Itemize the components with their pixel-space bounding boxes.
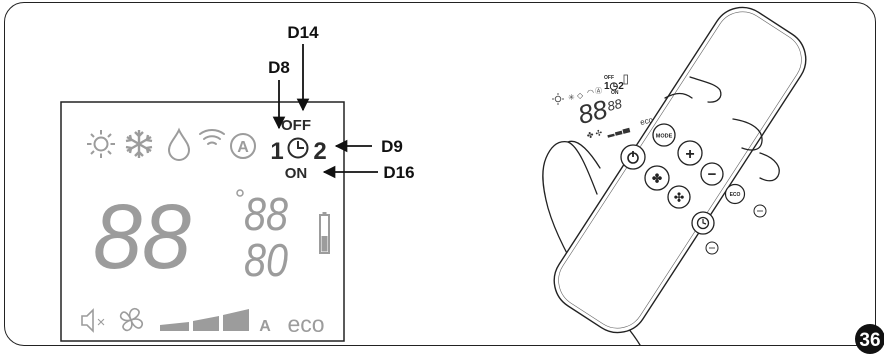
remote-screen-on: ON <box>611 90 619 96</box>
remote-screen-auto-icon: Ⓐ <box>595 87 602 95</box>
remote-screen-fan-bars <box>607 127 631 138</box>
remote-minus-button[interactable]: − <box>700 162 724 186</box>
remote-mode-button[interactable]: MODE <box>652 123 676 147</box>
remote-fan-icon: ✤ <box>652 172 662 186</box>
finger-ring <box>759 152 780 182</box>
remote-buttons: MODE + − ✤ ECO ✣ <box>620 123 767 255</box>
lcd-panel: A OFF 1 2 ON 88 88 80 × <box>60 101 345 342</box>
remote-plus-button[interactable]: + <box>677 140 703 166</box>
auto-mode-icon: A <box>230 133 256 159</box>
remote-light-button[interactable] <box>753 204 767 218</box>
remote-control <box>553 6 807 334</box>
remote-mode-label: MODE <box>656 134 673 140</box>
remote-inner-edge <box>558 11 802 329</box>
fan-speed-bars <box>160 309 249 331</box>
timer-2-label: 2 <box>313 138 326 165</box>
clock-icon <box>287 137 309 159</box>
remote-screen-eco: eco <box>639 115 654 127</box>
remote-screen-snow-icon: ✳ <box>568 93 575 102</box>
wifi-icon <box>199 129 225 145</box>
fan-auto-label: A <box>259 318 271 335</box>
remote-screen-drop-icon: ◇ <box>577 91 584 100</box>
main-temperature-digits: 88 <box>93 186 191 288</box>
snowflake-icon <box>125 130 153 158</box>
mute-x: × <box>97 314 106 331</box>
sun-icon <box>87 130 115 158</box>
eco-label: eco <box>287 311 324 337</box>
hand-holding-remote-illustration <box>542 6 807 346</box>
timer-1-label: 1 <box>270 138 283 165</box>
figure-number-badge: 36 <box>855 324 884 354</box>
finger-index <box>689 76 722 103</box>
fan-icon <box>119 307 144 332</box>
remote-timer-icon <box>696 216 710 230</box>
timer-cluster: OFF 1 2 ON <box>270 117 326 182</box>
timer-on-label: ON <box>285 165 308 182</box>
figure-number: 36 <box>859 330 880 351</box>
finger-middle <box>732 118 763 151</box>
small-digits-bottom: 80 <box>244 234 288 286</box>
remote-swing-icon: ✣ <box>674 191 684 205</box>
thumb <box>664 92 693 99</box>
callouts: D14 D8 D9 D16 <box>268 23 414 182</box>
remote-screen-battery-icon <box>623 74 628 85</box>
battery-icon <box>319 212 330 254</box>
figure-frame <box>4 2 876 346</box>
callout-d16: D16 <box>383 163 414 182</box>
remote-screen-sun-icon <box>552 93 564 105</box>
callout-d14: D14 <box>287 23 319 42</box>
drop-icon <box>167 127 191 161</box>
remote-screen-wifi-icon: ◠ <box>587 88 594 97</box>
callout-d9: D9 <box>381 137 403 156</box>
callout-d8: D8 <box>268 58 290 77</box>
remote-screen: ✳ ◇ ◠ Ⓐ OFF ON 1◷2 88 88 ✤ ✣ eco <box>552 74 654 141</box>
remote-screen-small-digits: 88 <box>606 96 624 114</box>
mute-icon: × <box>81 308 106 333</box>
remote-minus-label: − <box>708 166 717 183</box>
remote-power-button[interactable] <box>620 144 646 170</box>
remote-body <box>553 6 807 334</box>
remote-screen-fan-icons: ✤ ✣ <box>586 128 604 141</box>
remote-screen-timer: 1◷2 <box>604 81 624 92</box>
remote-timer-button[interactable] <box>691 211 715 235</box>
timer-off-label: OFF <box>281 117 311 134</box>
remote-fan-button[interactable]: ✤ <box>644 165 670 191</box>
remote-screen-off: OFF <box>604 75 614 81</box>
remote-plus-label: + <box>685 146 694 163</box>
small-digits-top: 88 <box>244 188 288 240</box>
degree-icon <box>236 189 244 197</box>
remote-eco-button-label: ECO <box>730 192 741 198</box>
remote-swing-button[interactable]: ✣ <box>667 185 691 209</box>
remote-small-bottom-button[interactable] <box>705 241 719 255</box>
hand-palm-line <box>567 140 601 169</box>
remote-eco-button[interactable]: ECO <box>724 183 746 205</box>
auto-mode-letter: A <box>237 139 249 156</box>
